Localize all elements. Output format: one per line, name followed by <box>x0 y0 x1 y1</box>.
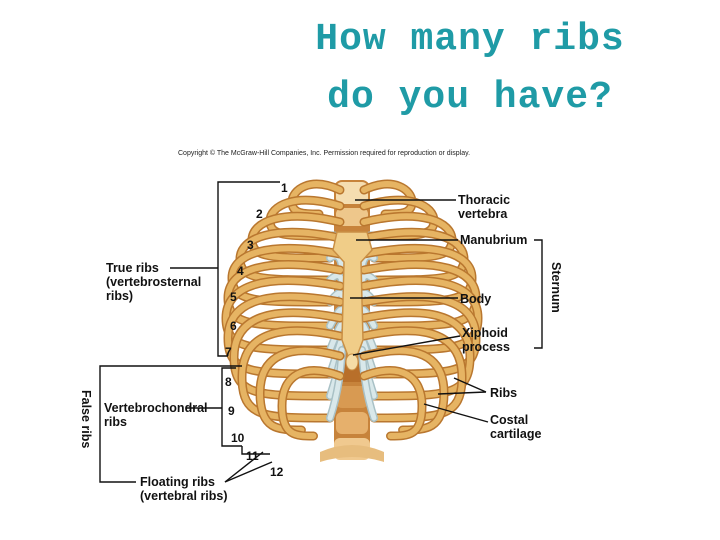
rib-12-right-fill <box>361 367 426 439</box>
label-xiphoid-process: Xiphoid process <box>462 326 511 354</box>
label-manubrium: Manubrium <box>460 233 527 247</box>
rib-number-8: 8 <box>225 375 232 389</box>
label-vertebrochondral-ribs: Vertebrochondral ribs <box>104 401 211 429</box>
cartilage-6-left-fill <box>327 307 345 329</box>
label-sternum: Sternum <box>549 262 563 313</box>
copyright-notice: Copyright © The McGraw-Hill Companies, I… <box>178 150 471 157</box>
label-body: Body <box>460 292 491 306</box>
rib-number-1: 1 <box>281 181 288 195</box>
rib-number-2: 2 <box>256 207 263 221</box>
rib-number-6: 6 <box>230 319 237 333</box>
rib-number-12: 12 <box>270 465 284 479</box>
label-floating-ribs: Floating ribs (vertebral ribs) <box>140 475 228 503</box>
slide-title-line-2: do you have? <box>327 76 613 119</box>
slide-title-line-1: How many ribs <box>315 18 625 61</box>
label-true-ribs: True ribs (vertebrosternal ribs) <box>106 261 205 303</box>
rib-number-labels: 1 2 3 4 5 6 7 8 9 10 11 12 <box>225 181 288 479</box>
cartilage-4-left-fill <box>327 273 345 285</box>
rib-number-5: 5 <box>230 290 237 304</box>
rib-number-4: 4 <box>237 264 244 278</box>
cartilage-4-right-fill <box>359 273 377 285</box>
rib-11-left-fill <box>256 347 343 433</box>
label-thoracic-vertebra: Thoracic vertebra <box>458 193 514 221</box>
rib-8-left-fill <box>224 293 343 377</box>
rib-number-9: 9 <box>228 404 235 418</box>
rib-8-right-fill <box>361 293 480 377</box>
rib-number-11: 11 <box>246 449 259 463</box>
leader-lines <box>99 181 543 483</box>
rib-number-7: 7 <box>225 345 232 359</box>
rib-7-right-fill <box>361 277 482 353</box>
cartilage-7-left-fill <box>327 321 345 353</box>
label-ribs: Ribs <box>490 386 517 400</box>
label-costal-cartilage: Costal cartilage <box>490 413 541 441</box>
rib-7-left-fill <box>222 277 343 353</box>
rib-9-left-fill <box>230 309 343 399</box>
rib-number-10: 10 <box>231 431 245 445</box>
rib-number-3: 3 <box>247 238 254 252</box>
rib-9-right-fill <box>361 309 474 399</box>
rib-12-left-fill <box>278 367 343 439</box>
rib-11-right-fill <box>361 347 448 433</box>
sternum <box>332 231 373 371</box>
label-false-ribs: False ribs <box>79 390 93 448</box>
